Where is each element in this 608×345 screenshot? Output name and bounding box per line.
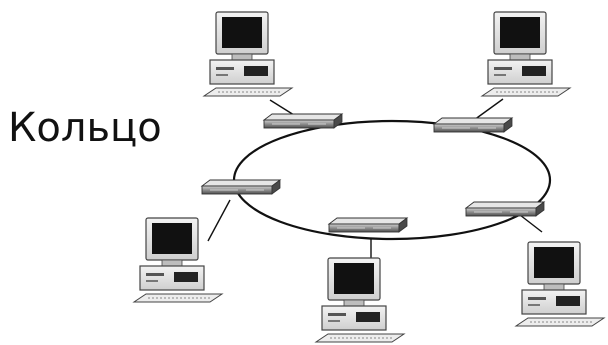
- network-adapter-icon: [433, 117, 513, 133]
- network-adapter-icon: [263, 113, 343, 129]
- computer-icon: [515, 241, 605, 327]
- diagram-label: Кольцо: [8, 105, 162, 151]
- network-adapter-icon: [201, 179, 281, 195]
- computer-icon: [481, 11, 571, 97]
- computer-icon: [203, 11, 293, 97]
- computer-icon: [315, 257, 405, 343]
- network-adapter-icon: [328, 217, 408, 233]
- network-adapter-icon: [465, 201, 545, 217]
- computer-icon: [133, 217, 223, 303]
